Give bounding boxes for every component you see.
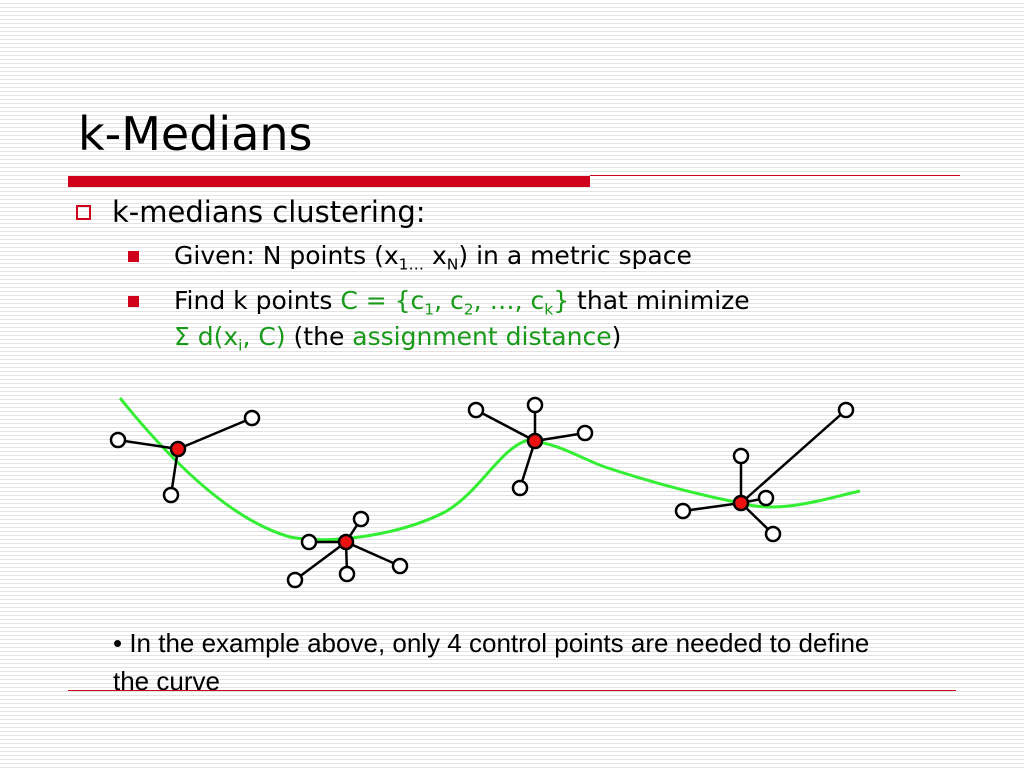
footer-rule bbox=[68, 690, 956, 691]
data-points bbox=[109, 396, 855, 589]
data-point bbox=[391, 557, 409, 575]
data-point bbox=[300, 533, 318, 551]
sub-bullet-text: Find k points C = {c1, c2, …, ck} that m… bbox=[174, 286, 750, 319]
data-point bbox=[526, 396, 544, 414]
data-point bbox=[837, 401, 855, 419]
center-set-formula: C = {c1, c2, …, ck} bbox=[340, 286, 570, 319]
median-center bbox=[337, 533, 355, 551]
data-point bbox=[243, 409, 261, 427]
caption-note: • In the example above, only 4 control p… bbox=[113, 628, 870, 696]
hollow-square-bullet-icon bbox=[76, 204, 91, 220]
title-underline-rule bbox=[590, 175, 960, 176]
data-point bbox=[338, 565, 356, 583]
sub-bullet-text: Given: N points (x1… xN) in a metric spa… bbox=[174, 241, 692, 274]
data-point bbox=[109, 431, 127, 449]
data-point bbox=[511, 479, 529, 497]
sum-formula: Σ d(xi, C) bbox=[174, 322, 286, 355]
k-medians-diagram bbox=[109, 396, 861, 589]
median-center bbox=[526, 432, 544, 450]
bullet-text: k-medians clustering: bbox=[112, 195, 426, 229]
filled-square-bullet-icon bbox=[128, 251, 139, 262]
green-curve bbox=[118, 397, 861, 542]
title-underline-bar bbox=[68, 176, 590, 187]
median-center bbox=[732, 494, 750, 512]
data-point bbox=[732, 447, 750, 465]
median-center bbox=[169, 440, 187, 458]
data-point bbox=[286, 571, 304, 589]
slide-title: k-Medians bbox=[78, 107, 313, 161]
cluster-1 bbox=[117, 416, 253, 496]
median-centers bbox=[169, 432, 750, 551]
sub-bullet-continuation: Σ d(xi, C) (the assignment distance) bbox=[174, 322, 622, 355]
data-point bbox=[467, 401, 485, 419]
data-point bbox=[764, 525, 782, 543]
data-point bbox=[576, 424, 594, 442]
data-point bbox=[674, 502, 692, 520]
bullet-k-medians-clustering: k-medians clustering: bbox=[76, 192, 426, 232]
assignment-distance-term: assignment distance bbox=[352, 322, 612, 351]
cluster-4 bbox=[682, 409, 847, 535]
filled-square-bullet-icon bbox=[128, 296, 139, 307]
data-point bbox=[162, 486, 180, 504]
data-point bbox=[757, 489, 775, 507]
data-point bbox=[352, 510, 370, 528]
